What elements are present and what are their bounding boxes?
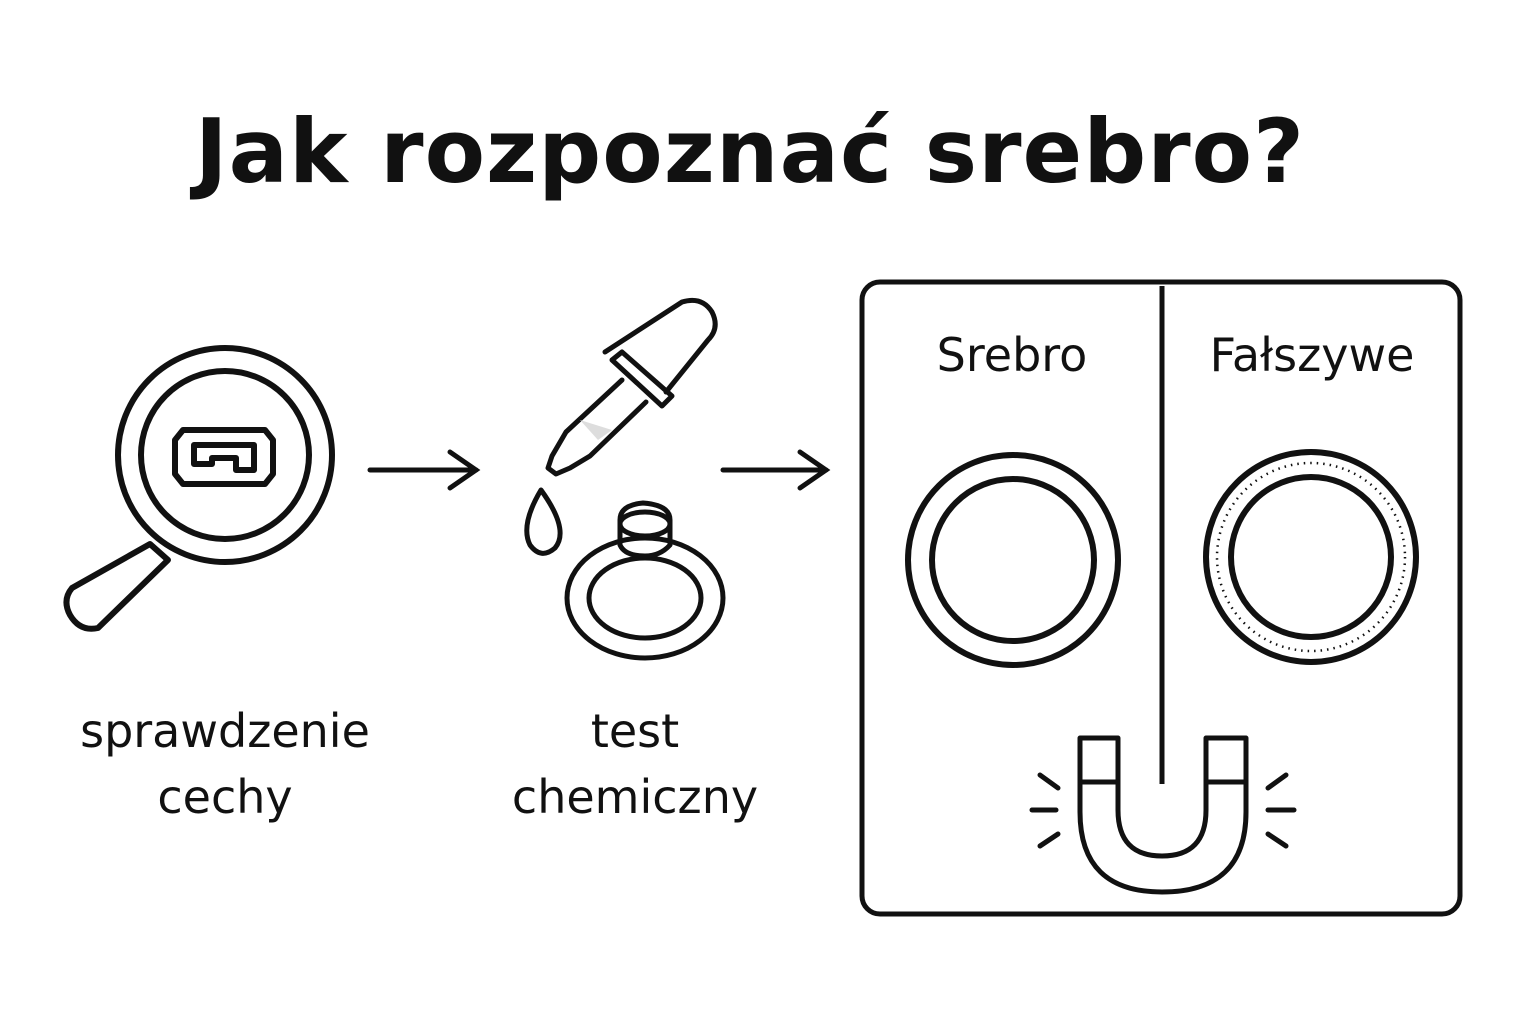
arrow-right-icon [367,449,481,491]
comparison-panel [859,279,1463,917]
ring-icon [905,452,1121,668]
magnet-icon [1029,735,1297,895]
step-label-line: sprawdzenie [80,704,370,758]
magnifying-glass-hallmark-icon [63,345,335,632]
step-label-line: cechy [157,770,293,824]
fake-label: Fałszywe [1209,328,1415,382]
step-label-line: chemiczny [511,770,759,824]
step-label-hallmark: sprawdzenie cechy [40,698,410,830]
silver-label: Srebro [936,328,1088,382]
page-title: Jak rozpoznać srebro? [194,100,1306,203]
step-label-chemical: test chemiczny [470,698,800,830]
fake-ring-icon [1203,449,1419,665]
arrow-right-icon [720,449,831,491]
step-label-line: test [590,704,680,758]
dropper-ring-icon [524,297,726,661]
